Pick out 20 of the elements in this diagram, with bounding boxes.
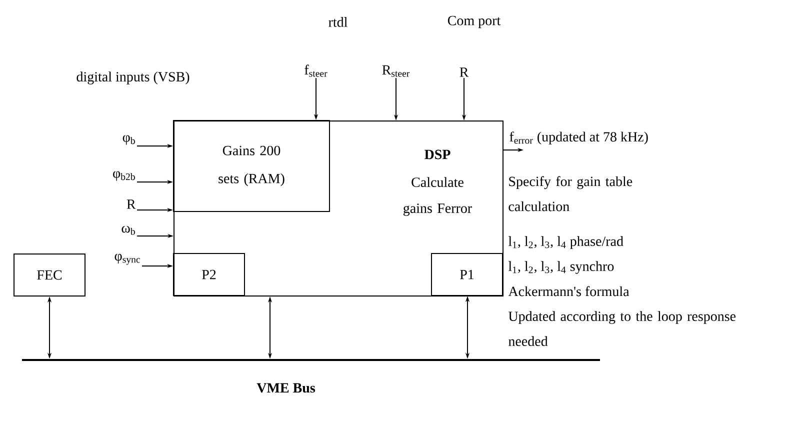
memory-box: Gains 200 sets (RAM) xyxy=(173,120,330,212)
signal-label: φ$_{sync}$ xyxy=(114,254,140,265)
signal-label: φ$_{b}$ xyxy=(122,135,135,145)
port-box: P1 xyxy=(431,253,503,296)
fec-box: FEC xyxy=(14,254,86,296)
bus-line: VME Bus xyxy=(22,359,600,393)
signal-label: R xyxy=(460,68,469,77)
signal-label: f$_{steer}$ xyxy=(304,64,328,77)
heading-label: digital inputs (VSB) xyxy=(76,72,190,84)
note-text: l$_{1}$, l$_{2}$, l$_{3}$, l$_{4}$ phase/rad xyxy=(508,236,624,249)
port-box: P2 xyxy=(173,253,245,296)
note-text: Specify for gain table calculation xyxy=(508,176,632,212)
signal-label: φ$_{b2b}$ xyxy=(113,171,135,181)
note-text: Updated according to the loop response needed xyxy=(508,311,736,346)
signal-label: R$_{steer}$ xyxy=(382,65,410,77)
edge-label: f$_{error}$ (updated at 78 kHz) xyxy=(510,132,648,144)
heading-label: rtdl xyxy=(328,17,348,27)
signal-label: ω$_{b}$ xyxy=(122,226,135,235)
heading-label: Com port xyxy=(448,16,501,28)
signal-label: R xyxy=(126,200,136,209)
